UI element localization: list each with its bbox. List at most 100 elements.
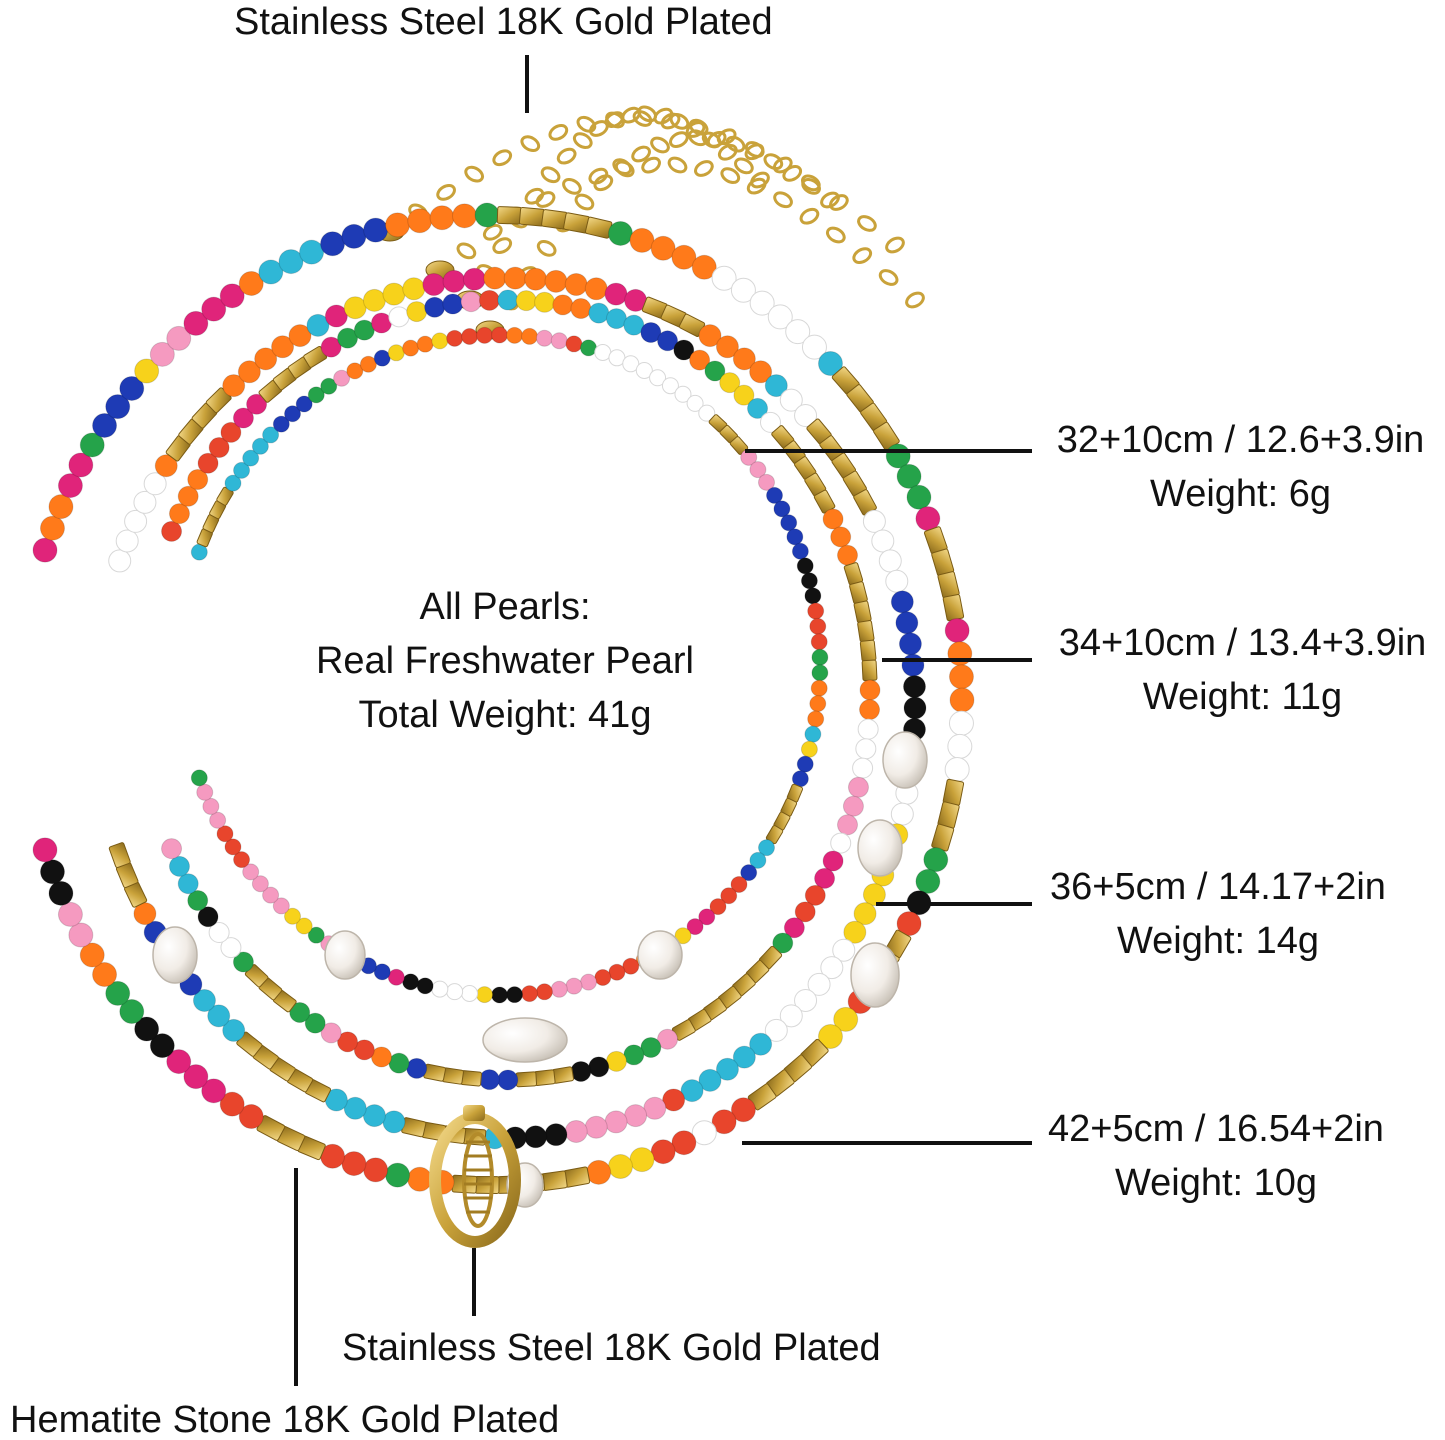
seed-bead — [588, 1056, 610, 1078]
seed-bead — [201, 1078, 227, 1104]
chain-link — [744, 143, 765, 161]
seed-bead — [640, 321, 662, 343]
hematite-bead — [859, 639, 877, 662]
chain-link — [825, 226, 846, 244]
seed-bead — [650, 235, 676, 261]
seed-bead — [506, 986, 524, 1004]
seed-bead — [431, 332, 449, 350]
seed-bead — [362, 1104, 386, 1128]
leader-line-1 — [745, 449, 1032, 453]
seed-bead — [859, 699, 881, 721]
seed-bead — [552, 294, 574, 316]
chain-link — [612, 158, 633, 176]
seed-bead — [796, 755, 814, 773]
seed-bead — [624, 1104, 648, 1128]
seed-bead — [258, 259, 284, 285]
seed-bead — [730, 277, 756, 303]
seed-bead — [786, 528, 804, 546]
seed-bead — [550, 332, 568, 350]
seed-bead — [363, 217, 389, 243]
hematite-bead — [515, 1071, 538, 1088]
seed-bead — [923, 847, 949, 873]
seed-bead — [584, 1115, 608, 1139]
seed-bead — [903, 696, 927, 720]
seed-bead — [402, 973, 420, 991]
seed-bead — [535, 329, 553, 347]
seed-bead — [720, 887, 738, 905]
seed-bead — [387, 968, 405, 986]
seed-bead — [307, 386, 325, 404]
chain-link — [801, 178, 821, 195]
chain-link — [562, 178, 582, 195]
seed-bead — [691, 1120, 717, 1146]
seed-bead — [915, 868, 941, 894]
seed-bead — [161, 838, 183, 860]
seed-bead — [497, 289, 519, 311]
seed-bead — [224, 474, 242, 492]
seed-bead — [57, 901, 83, 927]
seed-bead — [809, 695, 827, 713]
seed-bead — [657, 1028, 679, 1050]
seed-bead — [661, 377, 679, 395]
seed-bead — [431, 980, 449, 998]
seed-bead — [416, 335, 434, 353]
seed-bead — [817, 1023, 843, 1049]
seed-bead — [837, 544, 859, 566]
seed-bead — [237, 360, 261, 384]
seed-bead — [385, 1162, 411, 1188]
seed-bead — [944, 756, 970, 782]
seed-bead — [295, 917, 313, 935]
spec-necklace-1: 32+10cm / 12.6+3.9in Weight: 6g — [1036, 413, 1445, 521]
seed-bead — [272, 897, 290, 915]
seed-bead — [747, 397, 769, 419]
chain-link — [694, 160, 714, 177]
seed-bead — [202, 797, 220, 815]
seed-bead — [233, 851, 251, 869]
seed-bead — [853, 902, 877, 926]
seed-bead — [773, 500, 791, 518]
seed-bead — [238, 270, 264, 296]
chain-link — [632, 110, 653, 127]
seed-bead — [657, 330, 679, 352]
chain-link — [464, 165, 485, 183]
seed-bead — [671, 244, 697, 270]
seed-bead — [662, 1088, 686, 1112]
seed-bead — [385, 212, 411, 238]
seed-bead — [857, 718, 879, 740]
seed-bead — [521, 985, 539, 1003]
seed-bead — [346, 362, 364, 380]
leader-line-2 — [882, 658, 1032, 662]
seed-bead — [804, 884, 826, 906]
seed-bead — [461, 327, 479, 345]
seed-bead — [715, 1057, 739, 1081]
bead-strand-3 — [161, 289, 881, 1091]
seed-bead — [801, 334, 827, 360]
seed-bead — [462, 267, 486, 291]
seed-bead — [168, 855, 190, 877]
seed-bead — [871, 529, 895, 553]
seed-bead — [629, 227, 655, 253]
seed-bead — [862, 883, 886, 907]
seed-bead — [878, 549, 902, 573]
seed-bead — [608, 963, 626, 981]
seed-bead — [271, 335, 295, 359]
seed-bead — [166, 325, 192, 351]
seed-bead — [320, 377, 338, 395]
seed-bead — [674, 385, 692, 403]
seed-bead — [337, 327, 359, 349]
seed-bead — [115, 529, 139, 553]
seed-bead — [295, 395, 313, 413]
seed-bead — [944, 618, 970, 644]
chain-link — [589, 120, 609, 137]
seed-bead — [698, 404, 716, 422]
seed-bead — [629, 1147, 655, 1173]
seed-bead — [810, 679, 828, 697]
hematite-bead — [861, 659, 878, 682]
seed-bead — [446, 329, 464, 347]
seed-bead — [363, 1157, 389, 1183]
seed-bead — [594, 969, 612, 987]
seed-bead — [579, 973, 597, 991]
pearl-info-title: All Pearls: — [419, 586, 591, 628]
seed-bead — [534, 291, 556, 313]
seed-bead — [382, 1110, 406, 1134]
